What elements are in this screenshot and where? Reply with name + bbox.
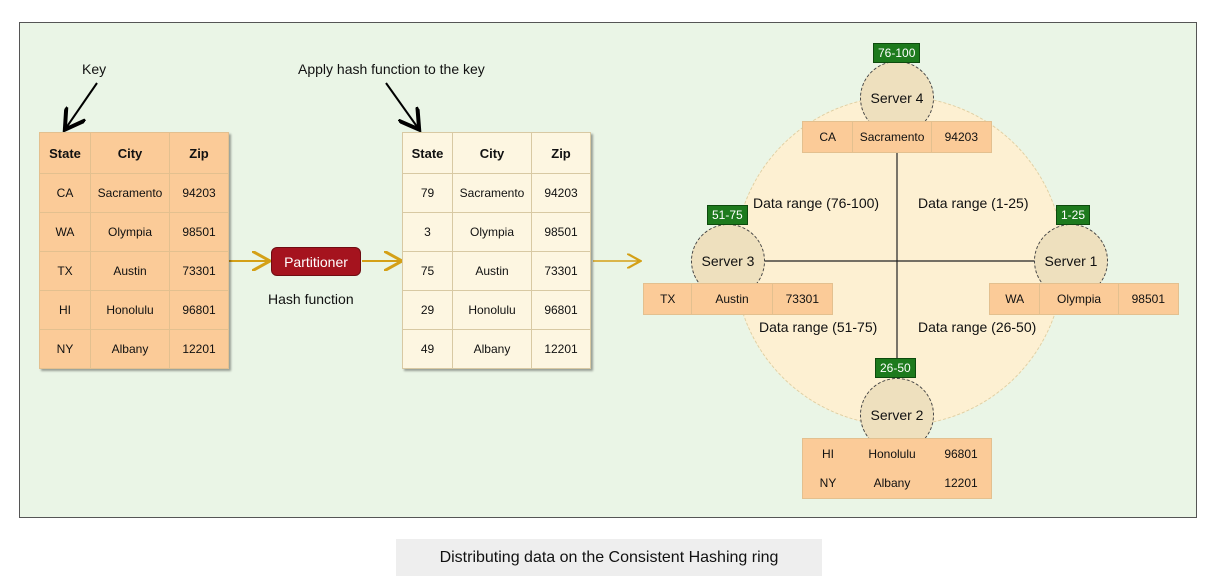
- cell: 94203: [531, 173, 591, 213]
- cell: Honolulu: [90, 290, 170, 330]
- hashed-table-header: State City Zip: [402, 132, 591, 174]
- cell: CA: [803, 122, 854, 152]
- header-city: City: [452, 132, 532, 174]
- cell: 98501: [169, 212, 229, 252]
- cell: 12201: [169, 329, 229, 369]
- key-arrow: [66, 82, 98, 128]
- server-4-range-badge: 76-100: [873, 43, 921, 63]
- cell: CA: [39, 173, 91, 213]
- header-city: City: [90, 132, 170, 174]
- cell: Austin: [452, 251, 532, 291]
- quadrant-bottom-left: Data range (51-75): [759, 319, 878, 335]
- cell: 94203: [169, 173, 229, 213]
- cell: NY: [819, 476, 837, 490]
- partitioner-box: Partitioner: [271, 247, 361, 276]
- cell: NY: [39, 329, 91, 369]
- cell: 73301: [785, 292, 819, 306]
- cell: 12201: [944, 476, 978, 490]
- cell: Albany: [452, 329, 532, 369]
- cell: 94203: [944, 130, 978, 144]
- cell: 96801: [531, 290, 591, 330]
- cell: TX: [39, 251, 91, 291]
- quadrant-top-left: Data range (76-100): [753, 195, 880, 211]
- cell: Sacramento: [853, 122, 932, 152]
- cell: 12201: [531, 329, 591, 369]
- quadrant-bottom-right: Data range (26-50): [918, 319, 1037, 335]
- cell: Honolulu: [452, 290, 532, 330]
- cell: Sacramento: [90, 173, 170, 213]
- cell: 3: [402, 212, 453, 252]
- cell: Austin: [692, 284, 773, 314]
- cell: Olympia: [90, 212, 170, 252]
- cell: Olympia: [1040, 284, 1119, 314]
- hash-function-label: Hash function: [268, 291, 354, 307]
- server-2-data-row: HI Honolulu 96801: [802, 438, 992, 469]
- cell: 49: [402, 329, 453, 369]
- cell: WA: [990, 284, 1041, 314]
- key-label: Key: [82, 61, 107, 77]
- header-state: State: [39, 132, 91, 174]
- server-3-range-badge: 51-75: [707, 205, 748, 225]
- server-4-data-row: CA Sacramento 94203: [802, 121, 992, 153]
- cell: 29: [402, 290, 453, 330]
- cell: HI: [39, 290, 91, 330]
- cell: Albany: [90, 329, 170, 369]
- cell: Sacramento: [452, 173, 532, 213]
- server-1-range-badge: 1-25: [1056, 205, 1091, 225]
- server-2-range-badge: 26-50: [875, 358, 916, 378]
- cell: 98501: [1131, 292, 1165, 306]
- cell: 96801: [944, 447, 978, 461]
- header-zip: Zip: [531, 132, 591, 174]
- input-table-header: State City Zip: [39, 132, 229, 174]
- cell: 73301: [169, 251, 229, 291]
- cell: 96801: [169, 290, 229, 330]
- header-zip: Zip: [169, 132, 229, 174]
- cell: HI: [822, 447, 834, 461]
- cell: TX: [644, 284, 693, 314]
- header-state: State: [402, 132, 453, 174]
- hash-arrow: [385, 82, 418, 128]
- server-3-data-row: TX Austin 73301: [643, 283, 833, 315]
- server-2-data-row: NY Albany 12201: [802, 468, 992, 499]
- cell: Honolulu: [868, 447, 916, 461]
- quadrant-top-right: Data range (1-25): [918, 195, 1029, 211]
- cell: Austin: [90, 251, 170, 291]
- server-1-data-row: WA Olympia 98501: [989, 283, 1179, 315]
- cell: 98501: [531, 212, 591, 252]
- cell: 73301: [531, 251, 591, 291]
- cell: Albany: [873, 476, 911, 490]
- apply-hash-label: Apply hash function to the key: [298, 61, 485, 77]
- cell: 75: [402, 251, 453, 291]
- figure-caption: Distributing data on the Consistent Hash…: [396, 539, 822, 576]
